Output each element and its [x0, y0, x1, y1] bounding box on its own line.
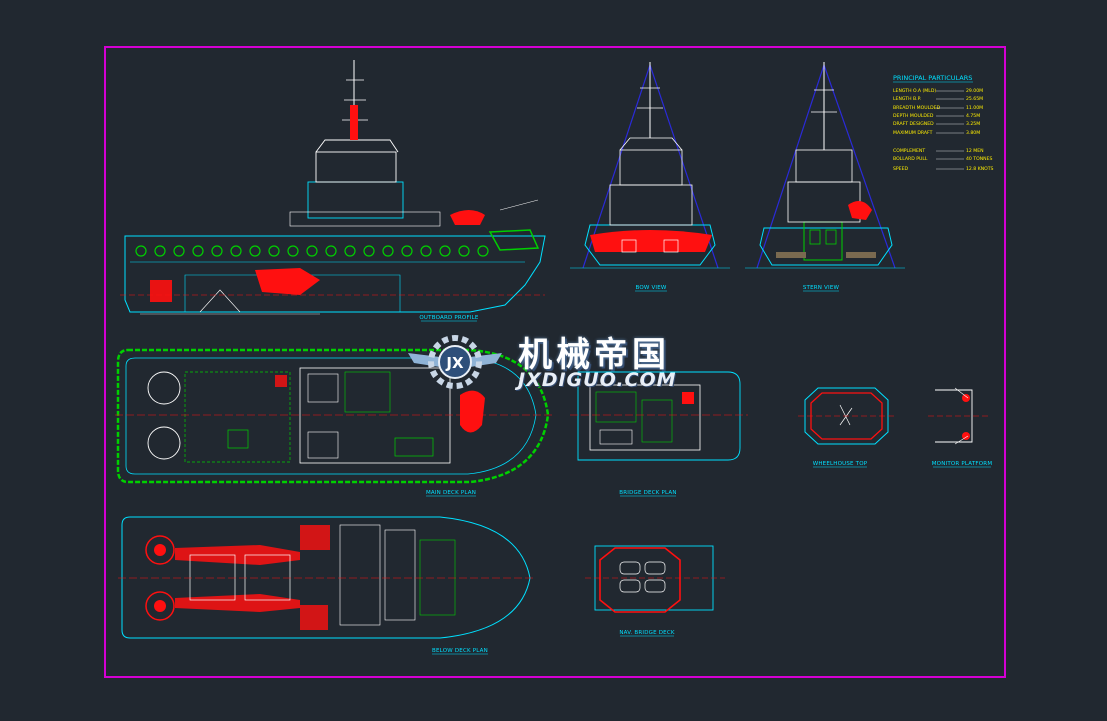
bridge-deck-plan: [570, 371, 748, 461]
particular-label: DEPTH MOULDED: [893, 113, 934, 119]
nav-bridge-deck-title: NAV. BRIDGE DECK: [619, 630, 675, 636]
particular-value: 3.25M: [966, 121, 980, 127]
particular-value: 11.00M: [966, 105, 983, 111]
particular-label: LENGTH B.P.: [893, 96, 921, 102]
bridge-deck-plan-title: BRIDGE DECK PLAN: [619, 490, 676, 496]
particular-label: MAXIMUM DRAFT: [893, 130, 933, 136]
stern-view: [745, 62, 905, 269]
principal-particulars: PRINCIPAL PARTICULARS LENGTH O.A (MLD) 2…: [893, 74, 994, 172]
outboard-profile-title: OUTBOARD PROFILE: [419, 315, 479, 321]
particular-label: DRAFT DESIGNED: [893, 121, 934, 127]
watermark-badge: JX: [445, 354, 464, 372]
particular-label: BOLLARD PULL: [893, 156, 928, 162]
particular-label: SPEED: [893, 166, 908, 172]
particular-label: COMPLEMENT: [893, 148, 925, 154]
particular-value: 12 MEN: [966, 148, 984, 154]
particular-label: LENGTH O.A (MLD): [893, 88, 936, 94]
particular-value: 29.00M: [966, 88, 983, 94]
particular-value: 4.75M: [966, 113, 980, 119]
particulars-title: PRINCIPAL PARTICULARS: [893, 74, 972, 82]
bow-view: [570, 62, 730, 269]
watermark: JX 机械帝国 JXDIGUO.COM: [400, 325, 710, 400]
main-deck-plan: [115, 348, 555, 484]
wheelhouse-top-title: WHEELHOUSE TOP: [813, 461, 868, 467]
particular-label: BREADTH MOULDED: [893, 105, 941, 111]
sheet-border: [104, 46, 1006, 678]
particular-value: 12.8 KNOTS: [966, 166, 994, 172]
gear-wings-logo-icon: JX: [408, 335, 502, 389]
main-deck-plan-title: MAIN DECK PLAN: [426, 490, 476, 496]
below-deck-plan-title: BELOW DECK PLAN: [432, 648, 488, 654]
bow-view-title: BOW VIEW: [635, 285, 666, 291]
watermark-english-text: JXDIGUO.COM: [518, 369, 677, 391]
monitor-platform-title: MONITOR PLATFORM: [932, 461, 993, 467]
monitor-platform: [928, 387, 990, 445]
stern-view-title: STERN VIEW: [803, 285, 840, 291]
outboard-profile: [120, 60, 546, 315]
watermark-chinese-text: 机械帝国: [518, 335, 670, 375]
particular-value: 25.65M: [966, 96, 983, 102]
wheelhouse-top: [798, 387, 895, 445]
particulars-rows: LENGTH O.A (MLD) 29.00M LENGTH B.P. 25.6…: [893, 88, 994, 172]
particular-value: 3.80M: [966, 130, 980, 136]
nav-bridge-deck: [585, 545, 725, 613]
below-deck-plan: [118, 516, 535, 639]
particular-value: 40 TONNES: [966, 156, 993, 162]
